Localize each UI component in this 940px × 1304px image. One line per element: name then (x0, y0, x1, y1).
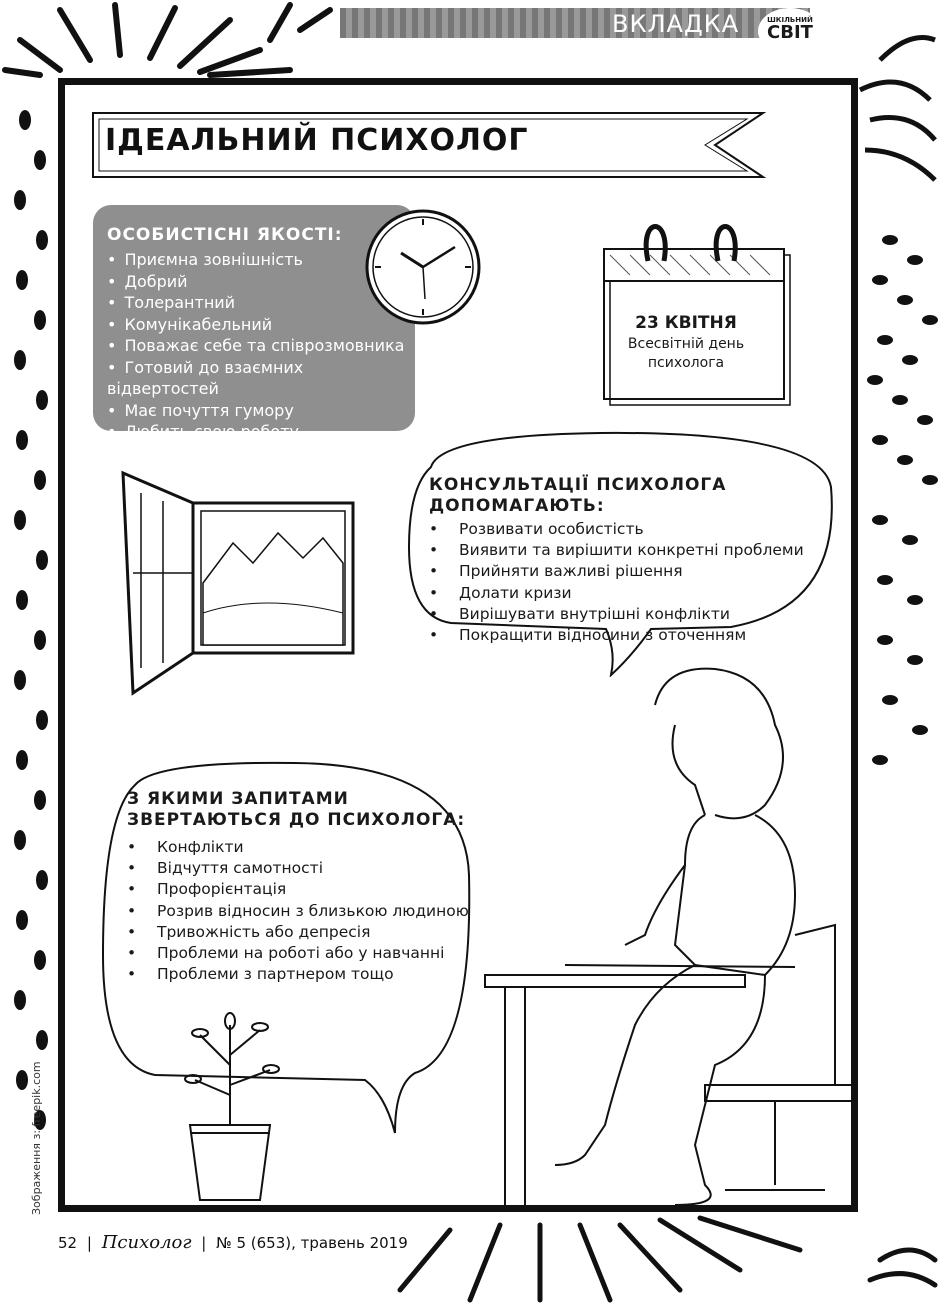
journal-name: Психолог (101, 1232, 192, 1253)
list-item: Прийняти важливі рішення (429, 561, 804, 582)
brand-logo-big: СВІТ (767, 22, 813, 43)
calendar-icon (603, 224, 791, 406)
list-item: Долати кризи (429, 583, 804, 604)
footer-divider: | (86, 1234, 92, 1252)
woman-at-desk-illustration (484, 667, 855, 1205)
qualities-list: Приємна зовнішність Добрий Толерантний К… (93, 249, 415, 443)
list-item: Толерантний (107, 292, 415, 314)
qualities-box: ОСОБИСТІСНІ ЯКОСТІ: Приємна зовнішність … (93, 205, 415, 441)
page-footer: 52 | Психолог | № 5 (653), травень 2019 (58, 1232, 408, 1253)
list-item: Проблеми з партнером тощо (127, 964, 469, 985)
list-item: Добрий (107, 271, 415, 293)
section-label: ВКЛАДКА (612, 10, 740, 38)
qualities-heading: ОСОБИСТІСНІ ЯКОСТІ: (107, 225, 343, 245)
clock-icon (365, 209, 481, 325)
header-strip (340, 8, 810, 38)
calendar-caption: Всесвітній день психолога (627, 336, 745, 371)
page-number: 52 (58, 1234, 78, 1252)
calendar-date: 23 КВІТНЯ (635, 313, 737, 333)
image-credit: Зображення з: freepik.com (30, 1061, 43, 1215)
list-item: Відчуття самотності (127, 858, 469, 879)
content-frame: ІДЕАЛЬНИЙ ПСИХОЛОГ ОСОБИСТІСНІ ЯКОСТІ: П… (58, 78, 858, 1212)
list-item: Приємна зовнішність (107, 249, 415, 271)
title-banner (92, 112, 767, 178)
potted-plant-illustration (184, 1012, 280, 1201)
list-item: Розрив відносин з близькою людиною (127, 901, 469, 922)
footer-divider: | (201, 1234, 207, 1252)
window-illustration (121, 470, 355, 696)
list-item: Тривожність або депресія (127, 922, 469, 943)
consult-list: Розвивати особистість Виявити та вирішит… (429, 519, 804, 646)
consult-heading: КОНСУЛЬТАЦІЇ ПСИХОЛОГА ДОПОМАГАЮТЬ: (429, 475, 727, 516)
list-item: Проблеми на роботі або у навчанні (127, 943, 469, 964)
requests-heading: З ЯКИМИ ЗАПИТАМИ ЗВЕРТАЮТЬСЯ ДО ПСИХОЛОГ… (127, 789, 466, 830)
list-item: Профорієнтація (127, 879, 469, 900)
brand-logo: ШКІЛЬНИЙ СВІТ (758, 8, 822, 54)
list-item: Виявити та вирішити конкретні проблеми (429, 540, 804, 561)
list-item: Конфлікти (127, 837, 469, 858)
list-item: Комунікабельний (107, 314, 415, 336)
list-item: Покращити відносини з оточенням (429, 625, 804, 646)
page-title: ІДЕАЛЬНИЙ ПСИХОЛОГ (105, 123, 529, 158)
list-item: Поважає себе та співрозмовника (107, 335, 415, 357)
issue-info: № 5 (653), травень 2019 (216, 1234, 408, 1252)
brand-logo-small: ШКІЛЬНИЙ (767, 16, 813, 24)
list-item: Любить свою роботу (107, 421, 415, 443)
requests-list: Конфлікти Відчуття самотності Профорієнт… (127, 837, 469, 985)
list-item: Розвивати особистість (429, 519, 804, 540)
list-item: Має почуття гумору (107, 400, 415, 422)
list-item: Готовий до взаємних відвертостей (107, 357, 415, 400)
list-item: Вирішувати внутрішні конфлікти (429, 604, 804, 625)
